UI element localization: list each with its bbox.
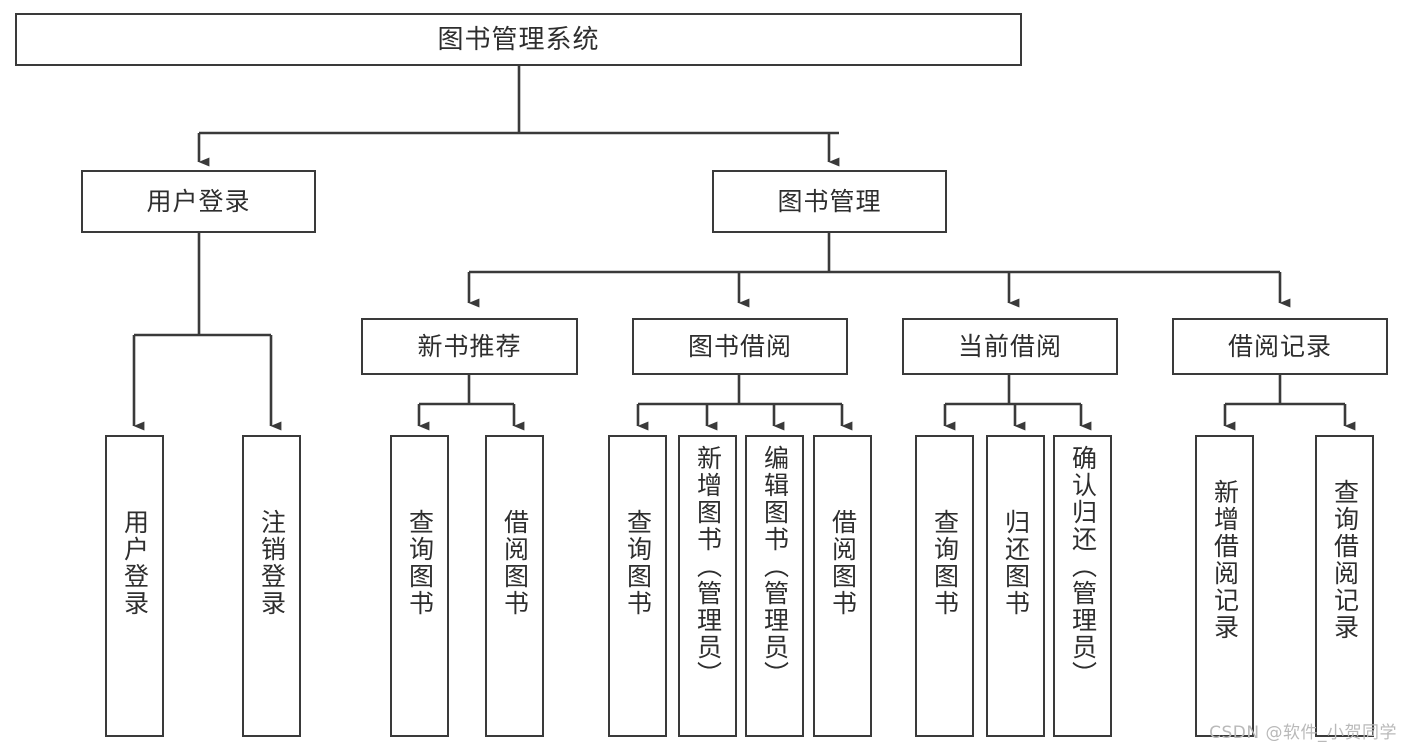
node-label: 借阅记录 xyxy=(1227,332,1332,361)
leaf-label: 编辑图书（管理员） xyxy=(760,445,790,688)
leaf-label: 借阅图书 xyxy=(828,509,858,617)
leaf-confirm-return-admin[interactable]: 确认归还（管理员） xyxy=(1053,435,1112,737)
leaf-label: 新增图书（管理员） xyxy=(693,445,723,688)
node-label: 用户登录 xyxy=(146,187,251,216)
leaf-label: 注销登录 xyxy=(257,509,287,617)
node-label: 图书管理系统 xyxy=(437,24,600,55)
leaf-edit-book-admin[interactable]: 编辑图书（管理员） xyxy=(745,435,804,737)
node-current-borrow[interactable]: 当前借阅 xyxy=(902,318,1118,375)
node-label: 图书借阅 xyxy=(687,332,792,361)
leaf-label: 借阅图书 xyxy=(500,509,530,617)
leaf-label: 查询借阅记录 xyxy=(1330,479,1360,641)
leaf-query-book-borrow[interactable]: 查询图书 xyxy=(608,435,667,737)
leaf-label: 新增借阅记录 xyxy=(1210,479,1240,641)
leaf-logout-login[interactable]: 注销登录 xyxy=(242,435,301,737)
node-label: 图书管理 xyxy=(777,187,882,216)
leaf-borrow-book-recommend[interactable]: 借阅图书 xyxy=(485,435,544,737)
leaf-label: 查询图书 xyxy=(405,509,435,617)
leaf-label: 归还图书 xyxy=(1001,509,1031,617)
node-label: 当前借阅 xyxy=(957,332,1062,361)
node-book-borrow[interactable]: 图书借阅 xyxy=(632,318,848,375)
leaf-query-borrow-record[interactable]: 查询借阅记录 xyxy=(1315,435,1374,737)
node-borrow-record[interactable]: 借阅记录 xyxy=(1172,318,1388,375)
leaf-label: 用户登录 xyxy=(120,509,150,617)
node-label: 新书推荐 xyxy=(417,332,522,361)
leaf-user-login[interactable]: 用户登录 xyxy=(105,435,164,737)
leaf-query-book-current[interactable]: 查询图书 xyxy=(915,435,974,737)
leaf-add-borrow-record[interactable]: 新增借阅记录 xyxy=(1195,435,1254,737)
leaf-add-book-admin[interactable]: 新增图书（管理员） xyxy=(678,435,737,737)
node-book-management[interactable]: 图书管理 xyxy=(712,170,947,233)
node-new-book-recommend[interactable]: 新书推荐 xyxy=(361,318,578,375)
node-root-book-management-system[interactable]: 图书管理系统 xyxy=(15,13,1022,66)
leaf-label: 查询图书 xyxy=(623,509,653,617)
leaf-label: 确认归还（管理员） xyxy=(1068,445,1098,688)
node-user-login[interactable]: 用户登录 xyxy=(81,170,316,233)
leaf-borrow-book[interactable]: 借阅图书 xyxy=(813,435,872,737)
leaf-query-book-recommend[interactable]: 查询图书 xyxy=(390,435,449,737)
leaf-return-book[interactable]: 归还图书 xyxy=(986,435,1045,737)
leaf-label: 查询图书 xyxy=(930,509,960,617)
